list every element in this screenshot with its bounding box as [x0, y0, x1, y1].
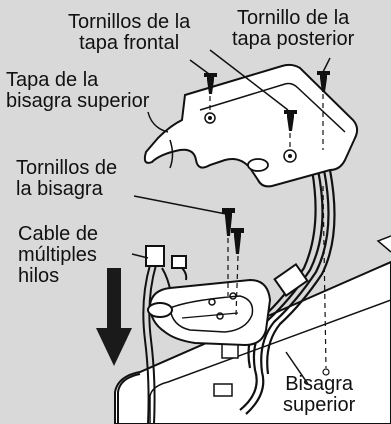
front-cover-screw-2 — [284, 110, 297, 131]
label-upper-hinge-cover: Tapa de la bisagra superior — [6, 69, 150, 112]
door-edge — [117, 373, 141, 424]
label-upper-hinge: Bisagra superior — [283, 373, 356, 416]
alignment-lines — [209, 94, 327, 369]
hinge-screw-1 — [222, 208, 235, 236]
screw-hole — [322, 368, 330, 376]
leader-lines — [131, 49, 331, 385]
label-rear-cover-screw: Tornillo de la tapa posterior — [232, 7, 355, 50]
down-arrow-icon — [96, 268, 132, 366]
rear-cover-screw — [317, 71, 330, 92]
label-hinge-screws: Tornillos de la bisagra — [16, 157, 118, 200]
front-cover-screw-1 — [204, 73, 217, 94]
upper-hinge-cover — [143, 63, 359, 188]
cable-connector — [213, 262, 309, 397]
label-multi-wire-cable: Cable de múltiples hilos — [18, 223, 99, 287]
hinge-screw-2 — [231, 228, 244, 254]
upper-hinge-bracket — [147, 278, 272, 347]
label-front-cover-screws: Tornillos de la tapa frontal — [68, 11, 191, 54]
